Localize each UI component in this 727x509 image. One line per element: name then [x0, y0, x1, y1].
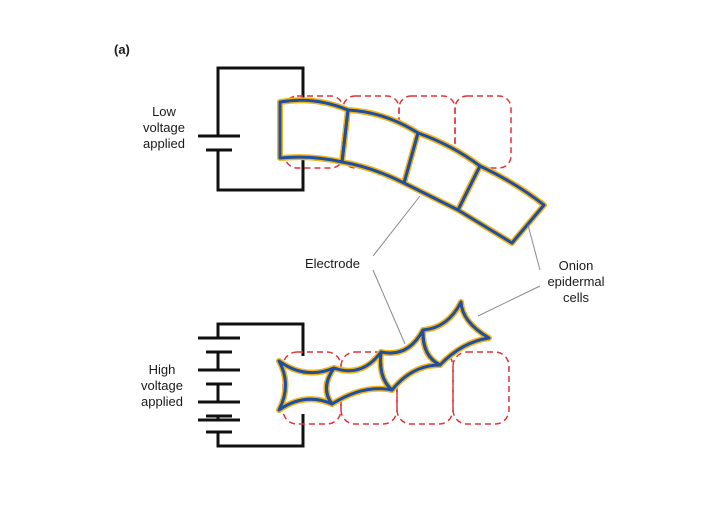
- low-voltage-label: Low voltage applied: [136, 104, 192, 152]
- reference-cell: [452, 351, 510, 425]
- panel-label: (a): [114, 42, 130, 57]
- high-voltage-label-line: voltage: [141, 378, 183, 393]
- high-voltage-label-line: High: [148, 362, 176, 377]
- bent-cell: [456, 164, 546, 245]
- electrode-leader-bottom: [372, 269, 406, 345]
- onion-cells-label-line: epidermal: [547, 274, 605, 289]
- cells-leader-bottom: [477, 285, 541, 317]
- onion-cells-label: Onion epidermal cells: [540, 258, 612, 306]
- circuit-wire-bottom: [216, 414, 305, 448]
- shrunken-cell-chain: [276, 299, 492, 413]
- bent-cell-chain: [277, 97, 547, 246]
- leader-lines: [372, 195, 541, 345]
- low-voltage-label-line: Low: [152, 104, 176, 119]
- electrode-leader-top: [372, 195, 421, 257]
- high-voltage-label: High voltage applied: [134, 362, 190, 410]
- shrunken-cell: [421, 300, 491, 367]
- low-voltage-circuit: [198, 66, 305, 192]
- high-voltage-label-line: applied: [141, 394, 183, 409]
- low-voltage-label-line: voltage: [143, 120, 185, 135]
- circuit-wire-top: [216, 66, 305, 136]
- cells-leader-top: [527, 224, 541, 271]
- electrode-label: Electrode: [305, 256, 360, 271]
- circuit-wire-top: [216, 322, 305, 356]
- circuit-wire-bottom: [216, 150, 305, 192]
- high-voltage-circuit: [198, 322, 305, 448]
- onion-cells-label-line: Onion: [558, 258, 594, 273]
- low-voltage-label-line: applied: [143, 136, 185, 151]
- onion-cells-label-line: cells: [562, 290, 589, 305]
